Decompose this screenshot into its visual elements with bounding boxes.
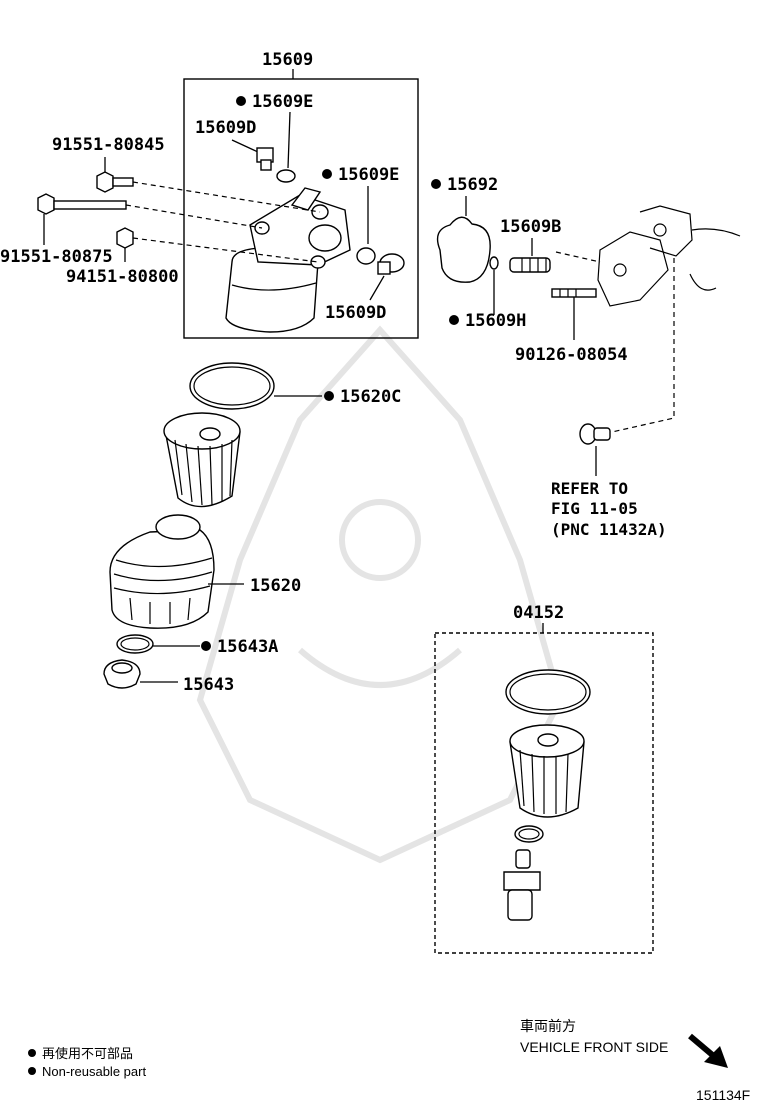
label-91551-80845: 91551-80845 — [52, 135, 165, 155]
washer-15609H — [489, 256, 499, 270]
reference-line-2: FIG 11-05 — [551, 499, 638, 518]
label-15609E-mid: 15609E — [338, 165, 399, 185]
plug-15609D-bottom — [377, 253, 405, 275]
kit-o-ring — [505, 669, 591, 715]
legend-dot — [28, 1049, 36, 1057]
label-90126-08054: 90126-08054 — [515, 345, 628, 365]
union-bolt-reference — [579, 423, 611, 445]
reference-line-1: REFER TO — [551, 479, 628, 498]
label-15643: 15643 — [183, 675, 234, 695]
label-15609D-bottom: 15609D — [325, 303, 386, 323]
oil-filter-housing — [225, 187, 351, 333]
label-15620C: 15620C — [340, 387, 401, 407]
kit-filter-element — [509, 724, 585, 818]
non-reusable-dot — [201, 641, 211, 651]
watermark — [196, 325, 564, 864]
o-ring-15620C — [189, 362, 275, 410]
label-15643A: 15643A — [217, 637, 278, 657]
bolt-91551-80845 — [96, 171, 134, 193]
kit-box-04152 — [434, 632, 654, 954]
non-reusable-dot — [431, 179, 441, 189]
label-15620: 15620 — [250, 576, 301, 596]
oil-filter-element — [163, 412, 241, 508]
non-reusable-dot — [324, 391, 334, 401]
drain-plug-15643 — [103, 659, 141, 689]
kit-drain-fitting — [503, 849, 541, 921]
legend-dot — [28, 1067, 36, 1075]
figure-id: 151134F — [696, 1087, 750, 1103]
direction-jp: 車両前方 — [520, 1018, 576, 1034]
label-15609D-top: 15609D — [195, 118, 256, 138]
non-reusable-dot — [322, 169, 332, 179]
label-15609B: 15609B — [500, 217, 561, 237]
reference-line-3: (PNC 11432A) — [551, 520, 667, 539]
gasket-15692 — [436, 216, 491, 283]
direction-arrow-icon — [688, 1033, 728, 1068]
nut-94151-80800 — [116, 227, 134, 249]
label-15692: 15692 — [447, 175, 498, 195]
label-15609H: 15609H — [465, 311, 526, 331]
union-15609B — [509, 257, 551, 273]
non-reusable-dot — [449, 315, 459, 325]
o-ring-15609E-mid — [356, 247, 376, 265]
label-04152: 04152 — [513, 603, 564, 623]
non-reusable-dot — [236, 96, 246, 106]
legend-jp: 再使用不可部品 — [42, 1046, 133, 1061]
engine-block-fragment — [555, 205, 741, 307]
stud-90126-08054 — [551, 288, 597, 298]
label-15609E-top: 15609E — [252, 92, 313, 112]
label-91551-80875: 91551-80875 — [0, 247, 113, 267]
bolt-91551-80875 — [37, 193, 127, 215]
label-15609: 15609 — [262, 50, 313, 70]
plug-15609D-top — [256, 147, 274, 171]
assembly-box-15609 — [183, 78, 419, 339]
oil-filter-cap-15620 — [109, 514, 215, 629]
label-94151-80800: 94151-80800 — [66, 267, 179, 287]
legend-en: Non-reusable part — [42, 1064, 146, 1079]
o-ring-15609E-top — [276, 169, 296, 183]
direction-en: VEHICLE FRONT SIDE — [520, 1039, 668, 1055]
